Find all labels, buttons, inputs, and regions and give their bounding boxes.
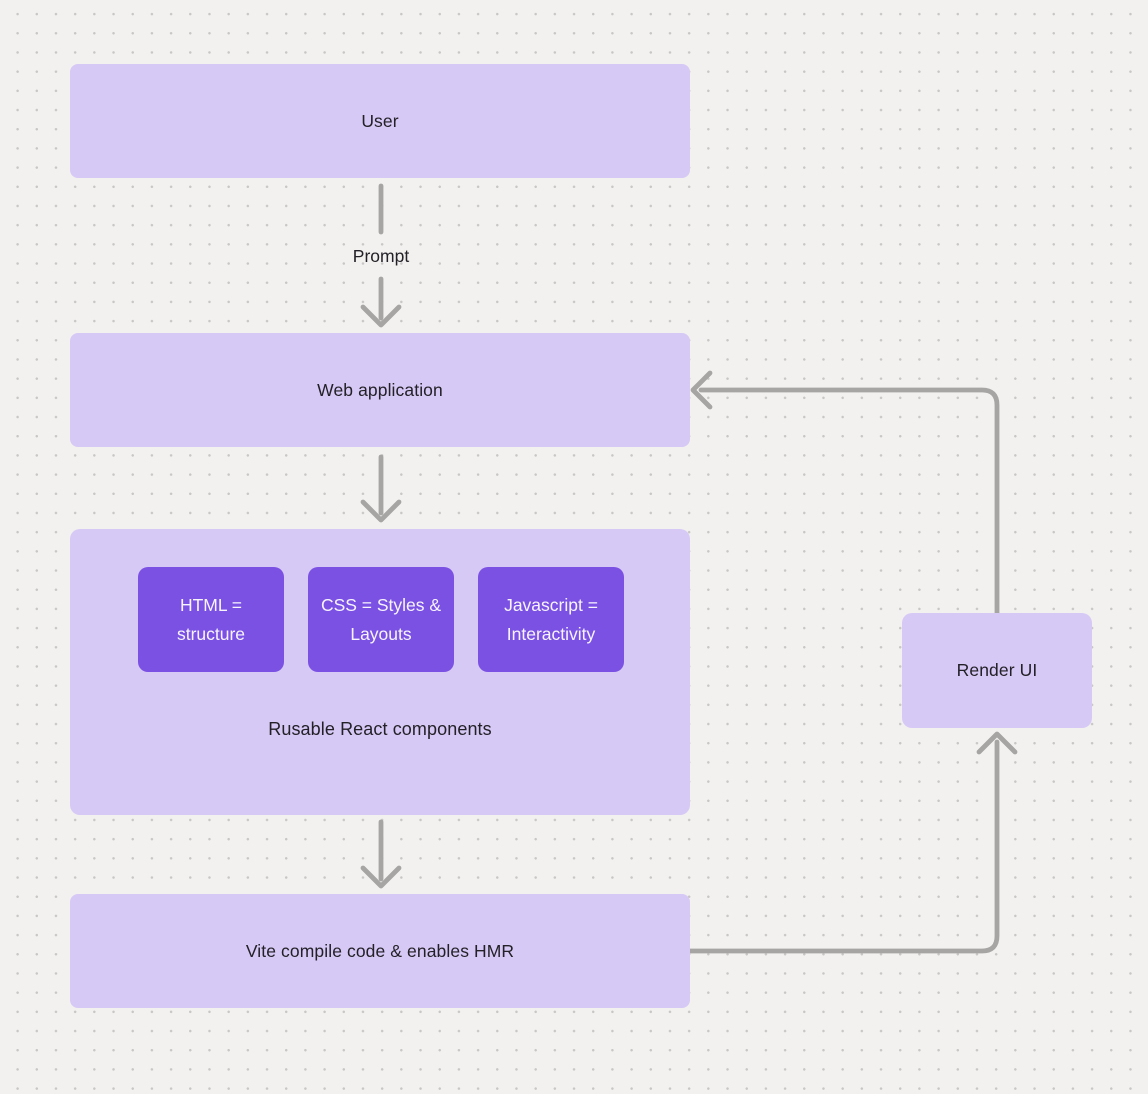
node-css-styles-layouts-label: CSS = Styles & Layouts [320,594,442,644]
node-vite-compile: Vite compile code & enables HMR [70,894,690,1008]
node-web-application: Web application [70,333,690,447]
node-css-styles-layouts: CSS = Styles & Layouts [308,567,454,672]
node-javascript-interactivity-label: Javascript = Interactivity [504,594,598,644]
node-user-label: User [361,110,399,131]
node-html-structure-label: HTML = structure [176,594,246,644]
node-javascript-interactivity: Javascript = Interactivity [478,567,624,672]
node-user: User [70,64,690,178]
arrowhead-up-into-renderui [976,731,1018,755]
node-vite-compile-label: Vite compile code & enables HMR [245,940,515,961]
node-render-ui: Render UI [902,613,1092,728]
arrowhead-down-into-webapp [360,304,402,328]
edge-renderui-to-webapp-line [698,387,1000,616]
edge-vite-to-renderui-line [687,739,1000,954]
node-web-application-label: Web application [317,379,443,400]
node-html-structure: HTML = structure [138,567,284,672]
node-render-ui-label: Render UI [956,660,1038,680]
arrowhead-down-into-components [360,499,402,523]
react-components-caption: Rusable React components [268,719,492,739]
arrowhead-left-into-webapp [690,370,713,410]
arrowhead-down-into-vite [360,865,402,889]
edge-label-prompt: Prompt [352,246,410,266]
